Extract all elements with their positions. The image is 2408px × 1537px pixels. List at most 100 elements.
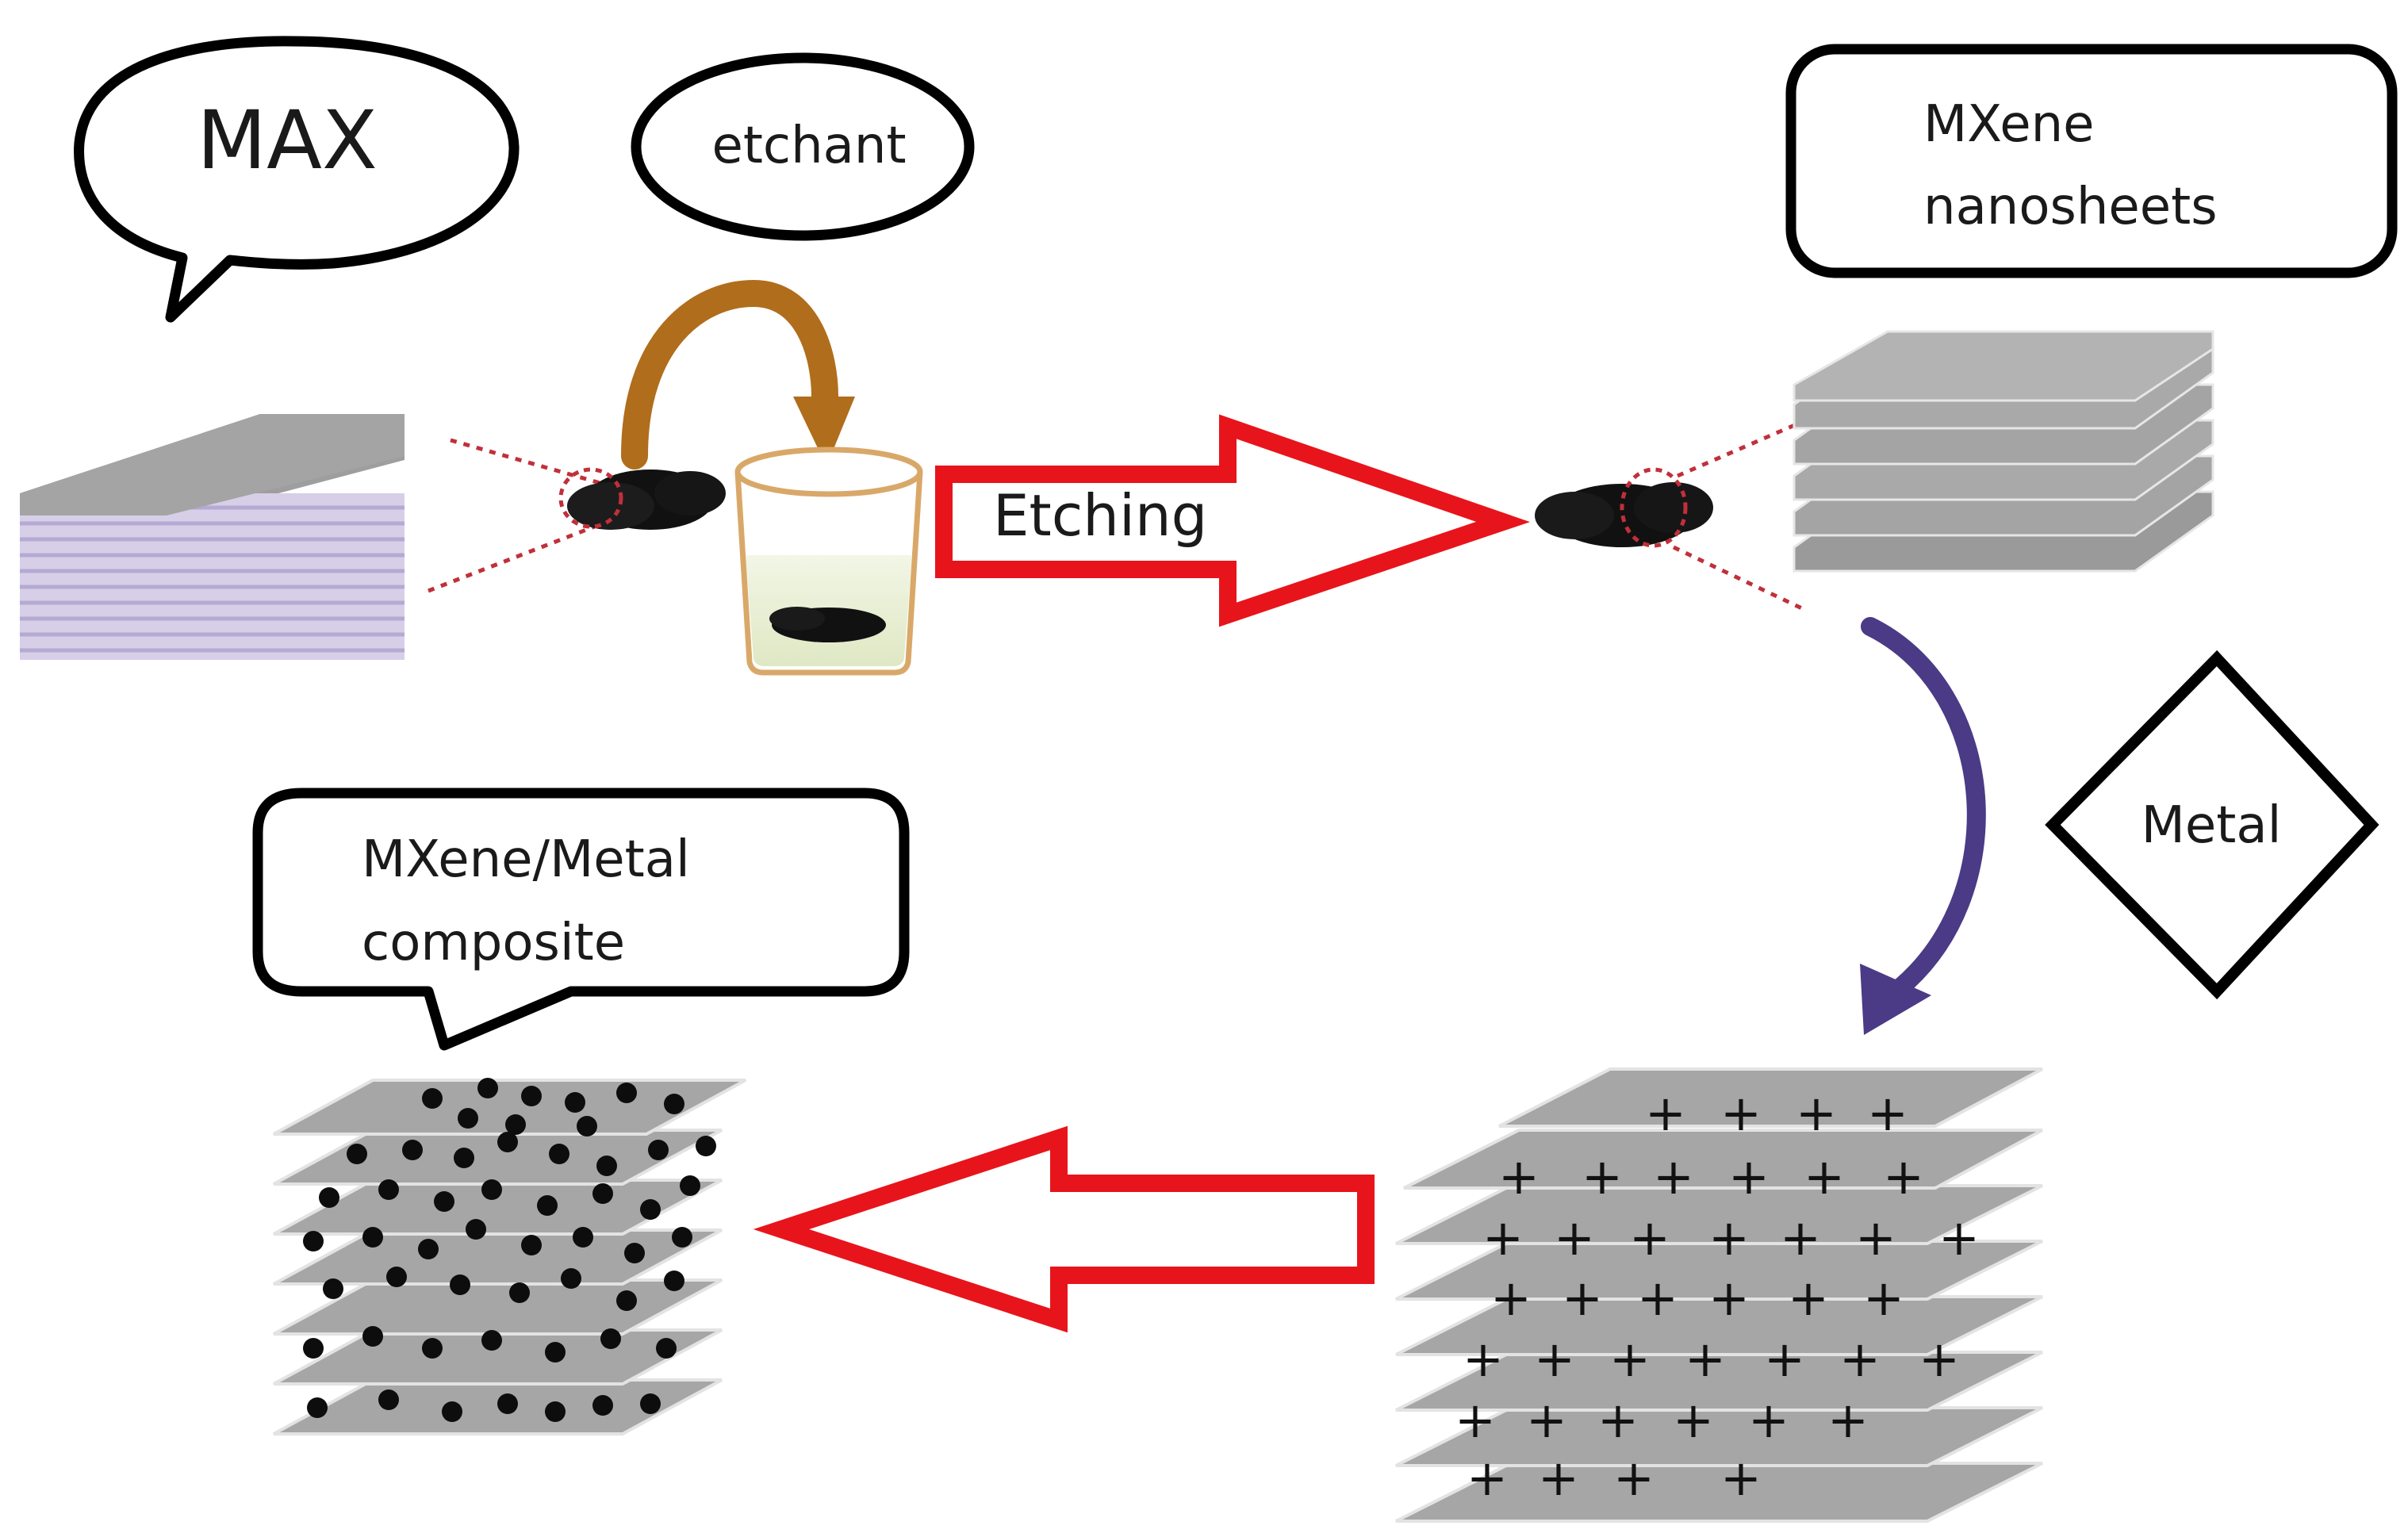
etchant-label: etchant <box>711 117 906 175</box>
metal-particle <box>600 1328 621 1349</box>
plus-sign: + <box>1748 1391 1789 1449</box>
plus-sign: + <box>1463 1330 1504 1388</box>
plus-sign: + <box>1637 1269 1678 1327</box>
metal-particle <box>561 1268 581 1289</box>
mxene-label-line2: nanosheets <box>1923 178 2218 236</box>
plus-sign: + <box>1788 1269 1829 1327</box>
composite-bubble: MXene/Metal composite <box>252 788 910 1051</box>
metal-particle <box>680 1175 700 1196</box>
metal-particle <box>549 1144 569 1164</box>
metal-particle <box>573 1227 593 1248</box>
plus-sign: + <box>1855 1209 1896 1267</box>
plus-sign: + <box>1534 1330 1575 1388</box>
metal-particle <box>656 1338 677 1359</box>
intercalated-stack-icon: ++++++++++++++++++++++++++++++++++++++++ <box>1395 1067 2043 1523</box>
plus-sign: + <box>1673 1391 1714 1449</box>
metal-particle <box>640 1393 661 1414</box>
plus-sign: + <box>1538 1449 1579 1507</box>
plus-sign: + <box>1562 1269 1603 1327</box>
plus-sign: + <box>1883 1148 1924 1205</box>
plus-sign: + <box>1728 1148 1770 1205</box>
mxene-label-line1: MXene <box>1923 95 2095 154</box>
metal-particle <box>477 1078 498 1098</box>
plus-sign: + <box>1653 1148 1694 1205</box>
plus-sign: + <box>1613 1449 1655 1507</box>
metal-particle <box>319 1187 339 1208</box>
etchant-bubble: etchant <box>631 52 975 241</box>
plus-sign: + <box>1938 1209 1980 1267</box>
metal-particle <box>577 1116 597 1136</box>
plus-sign: + <box>1582 1148 1623 1205</box>
metal-particle <box>362 1227 383 1248</box>
metal-particle <box>458 1108 478 1129</box>
metal-particle <box>509 1282 530 1303</box>
metal-particle <box>418 1239 439 1259</box>
max-label: MAX <box>197 94 378 188</box>
plus-sign: + <box>1867 1084 1908 1142</box>
plus-sign: + <box>1609 1330 1651 1388</box>
plus-sign: + <box>1804 1148 1845 1205</box>
etched-powder-icon <box>1535 467 1713 548</box>
metal-particle <box>378 1389 399 1410</box>
composite-stack-icon <box>273 1078 746 1435</box>
plus-sign: + <box>1482 1209 1524 1267</box>
metal-particle <box>640 1199 661 1220</box>
metal-particle <box>545 1342 566 1363</box>
metal-label: Metal <box>2142 796 2282 855</box>
metal-particle <box>303 1231 324 1251</box>
metal-particle <box>596 1156 617 1176</box>
plus-sign: + <box>1764 1330 1805 1388</box>
metal-particle <box>545 1401 566 1422</box>
composite-label-line1: MXene/Metal <box>362 830 690 889</box>
mxene-zoom-lines <box>1672 422 1808 613</box>
beaker-icon <box>734 447 923 676</box>
max-zoom-lines <box>428 438 604 593</box>
metal-particle <box>592 1395 613 1416</box>
metal-particle <box>386 1267 407 1287</box>
metal-particle <box>505 1114 526 1135</box>
plus-sign: + <box>1720 1449 1762 1507</box>
etching-label: Etching <box>993 482 1207 549</box>
plus-sign: + <box>1708 1269 1750 1327</box>
metal-particle <box>481 1179 502 1200</box>
metal-particle <box>378 1179 399 1200</box>
composite-label-line2: composite <box>362 914 625 972</box>
mxene-nanosheets-box: MXene nanosheets <box>1785 44 2398 278</box>
metal-particle <box>454 1148 474 1168</box>
metal-particle <box>434 1191 454 1212</box>
max-bubble: MAX <box>74 36 520 323</box>
plus-sign: + <box>1780 1209 1821 1267</box>
powder-icon <box>558 467 726 530</box>
plus-sign: + <box>1629 1209 1670 1267</box>
metal-particle <box>521 1235 542 1255</box>
metal-particle <box>616 1083 637 1103</box>
transfer-arrow <box>621 279 855 470</box>
metal-particle <box>592 1183 613 1204</box>
metal-particle <box>537 1195 558 1216</box>
plus-sign: + <box>1597 1391 1639 1449</box>
metal-particle <box>624 1243 645 1263</box>
metal-particle <box>303 1338 324 1359</box>
mxene-stack-icon <box>1793 330 2214 573</box>
plus-sign: + <box>1498 1148 1540 1205</box>
metal-particle <box>664 1094 684 1114</box>
metal-particle <box>347 1144 367 1164</box>
plus-sign: + <box>1490 1269 1532 1327</box>
plus-sign: + <box>1645 1084 1686 1142</box>
plus-sign: + <box>1827 1391 1869 1449</box>
metal-particle <box>442 1401 462 1422</box>
metal-particle <box>648 1140 669 1160</box>
metal-particle <box>497 1393 518 1414</box>
metal-particle <box>696 1136 716 1156</box>
metal-particle <box>565 1092 585 1113</box>
plus-sign: + <box>1720 1084 1762 1142</box>
plus-sign: + <box>1467 1449 1508 1507</box>
etching-arrow: Etching <box>935 414 1531 627</box>
plus-sign: + <box>1919 1330 1960 1388</box>
metal-particle <box>450 1274 470 1295</box>
metal-particle <box>497 1132 518 1152</box>
plus-sign: + <box>1455 1391 1496 1449</box>
metal-particle <box>307 1397 328 1418</box>
intercalation-arrow <box>1860 617 1986 1035</box>
